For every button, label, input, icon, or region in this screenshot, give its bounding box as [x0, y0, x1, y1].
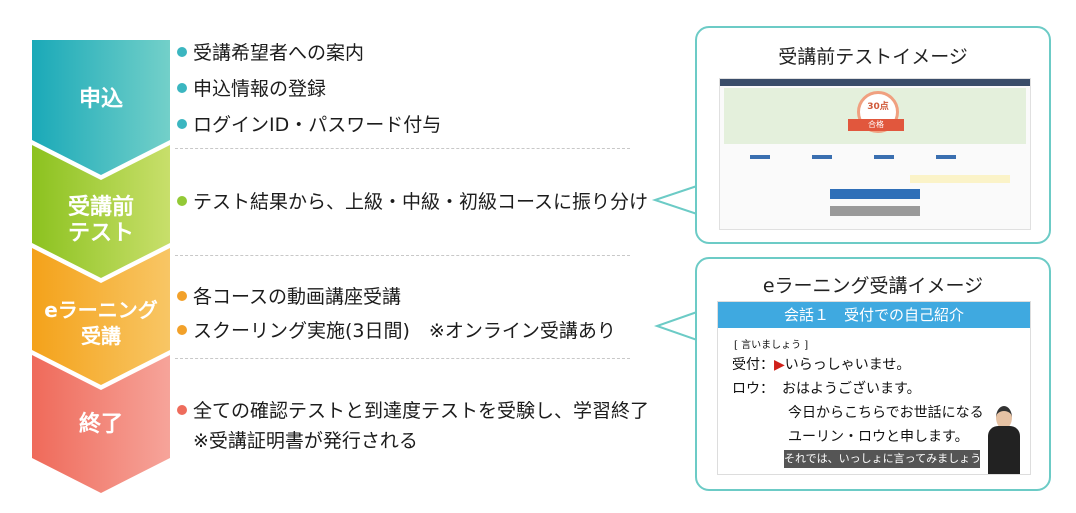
stage-label-pretest: 受講前テスト [67, 195, 134, 246]
score-ribbon: 合格 [848, 119, 904, 131]
mini-retry-button [830, 189, 920, 199]
bullet-finish-1: 全ての確認テストと到達度テストを受験し、学習終了 [177, 398, 649, 424]
bullet-dot [177, 119, 187, 129]
play-marker-icon: ▶ [774, 357, 785, 373]
stage-label-apply: 申込 [78, 87, 123, 112]
mini-notice [910, 175, 1010, 183]
subtitle-bar: それでは、いっしょに言ってみましょう [784, 450, 980, 468]
bullet-dot [177, 83, 187, 93]
mini-topbar [720, 79, 1030, 86]
divider [175, 358, 630, 359]
mini-close-button [830, 206, 920, 216]
stage-arrow-pretest [32, 145, 170, 278]
bullet-apply-1: 受講希望者への案内 [177, 40, 364, 66]
mini-stats-row [750, 149, 1000, 163]
bullet-dot [177, 196, 187, 206]
divider [175, 148, 630, 149]
divider [175, 255, 630, 256]
bullet-dot [177, 405, 187, 415]
bullet-dot [177, 325, 187, 335]
lesson-line-1: 受付：▶いらっしゃいませ。 [732, 357, 911, 373]
bullet-elearning-2: スクーリング実施(3日間) ※オンライン受講あり [177, 318, 616, 344]
bullet-apply-2: 申込情報の登録 [177, 76, 326, 102]
bullet-elearning-1: 各コースの動画講座受講 [177, 284, 401, 310]
bullet-apply-3: ログインID・パスワード付与 [177, 112, 441, 138]
stage-arrow-elearning [32, 248, 170, 385]
bullet-dot [177, 291, 187, 301]
callout-title: eラーニング受講イメージ [762, 275, 984, 297]
bullet-dot [177, 47, 187, 57]
callout-title: 受講前テストイメージ [778, 46, 968, 68]
elearning-screenshot: 会話１ 受付での自己紹介 [ 言いましょう ] 受付：▶いらっしゃいませ。 ロウ… [717, 301, 1031, 475]
stage-arrow-apply [32, 40, 170, 175]
instructor-figure [984, 406, 1024, 474]
lesson-line-2: ロウ：おはようございます。 [732, 381, 921, 397]
lesson-line-3: 今日からこちらでお世話になる [788, 405, 984, 421]
stage-arrow-finish [32, 355, 170, 493]
callout-elearning-image: eラーニング受講イメージ 会話１ 受付での自己紹介 [ 言いましょう ] 受付：… [695, 257, 1051, 491]
lesson-title-bar: 会話１ 受付での自己紹介 [718, 302, 1030, 328]
stage-label-finish: 終了 [78, 412, 123, 437]
lesson-line-4: ユーリン・ロウと申します。 [788, 429, 969, 445]
bullet-finish-note: ※受講証明書が発行される [193, 430, 418, 452]
stage-arrows [32, 40, 170, 493]
callout-pretest-image: 受講前テストイメージ 30点 合格 [695, 26, 1051, 244]
test-screenshot: 30点 合格 [719, 78, 1031, 230]
lesson-prompt: [ 言いましょう ] [734, 340, 809, 351]
bullet-pretest-1: テスト結果から、上級・中級・初級コースに振り分け [177, 189, 648, 215]
stage-label-elearning: eラーニング受講 [44, 298, 158, 348]
